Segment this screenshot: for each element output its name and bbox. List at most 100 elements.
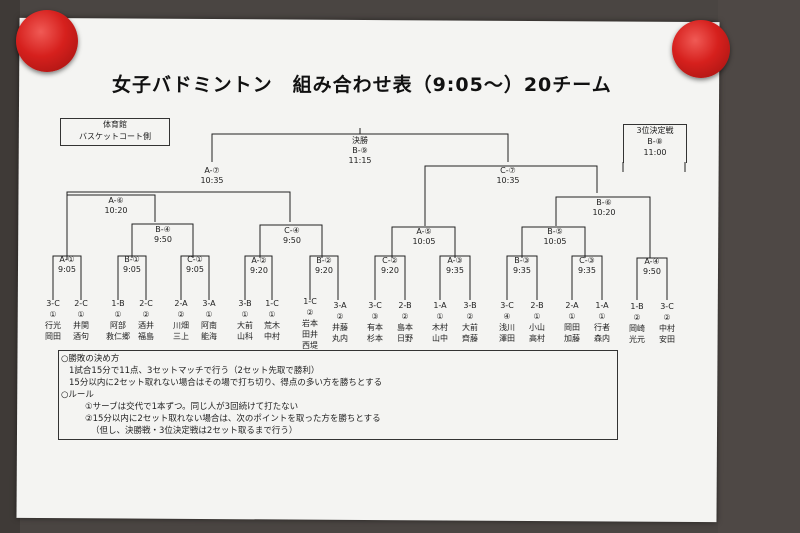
match-code: B-④ — [155, 225, 171, 234]
match-time: 9:35 — [446, 266, 464, 275]
team-player-3: 西堤 — [302, 341, 318, 350]
third-place-time: 11:00 — [643, 148, 667, 157]
team-class: 3-C — [660, 302, 674, 311]
third-place-title: 3位決定戦 — [636, 126, 674, 135]
match-code: A-⑤ — [416, 227, 431, 236]
team-player-2: 高村 — [529, 334, 545, 343]
team-player-1: 岡田 — [564, 323, 580, 332]
final-name: 決勝 — [352, 135, 368, 145]
team-number: ② — [177, 310, 185, 319]
team-player-1: 酒井 — [138, 321, 154, 330]
match-code: C-④ — [284, 226, 300, 235]
team-player-1: 木村 — [432, 323, 448, 332]
match-code: B-② — [316, 256, 332, 265]
match-time: 10:20 — [104, 206, 127, 215]
match-code: B-③ — [514, 256, 530, 265]
team-player-1: 阿南 — [201, 321, 217, 330]
match-code: A-⑦ — [204, 166, 219, 175]
team-player-1: 小山 — [529, 323, 545, 332]
team-class: 3-C — [368, 301, 382, 310]
match-time: 9:20 — [250, 266, 268, 275]
team-class: 2-C — [74, 299, 88, 308]
bracket-lines — [52, 128, 686, 300]
rules-line: ①サーブは交代で1本ずつ。同じ人が3回続けて打たない — [85, 402, 299, 412]
team-player-2: 田井 — [302, 330, 318, 339]
team-class: 3-A — [333, 301, 347, 310]
team-number: ② — [466, 312, 474, 321]
rules-line: 1試合15分で11点、3セットマッチで行う（2セット先取で勝利） — [69, 366, 320, 376]
final-time: 11:15 — [348, 156, 371, 165]
team-player-2: 三上 — [173, 332, 189, 341]
team-player-2: 杉本 — [367, 334, 383, 343]
team-player-2: 能海 — [201, 332, 217, 341]
team-number: ② — [142, 310, 150, 319]
magnet-right — [672, 20, 730, 78]
team-player-1: 浅川 — [499, 323, 515, 332]
team-class: 3-B — [238, 299, 252, 308]
team-class: 3-C — [500, 301, 514, 310]
wall-background — [0, 0, 20, 533]
match-code: A-⑥ — [108, 196, 123, 205]
match-time: 9:20 — [381, 266, 399, 275]
match-time: 9:35 — [513, 266, 531, 275]
team-player-2: 岡田 — [45, 332, 61, 341]
wall-background-right — [718, 0, 800, 533]
team-class: 1-A — [595, 301, 609, 310]
match-time: 10:05 — [412, 237, 435, 246]
team-number: ① — [598, 312, 606, 321]
venue-line-2: バスケットコート側 — [79, 132, 151, 141]
third-place-box: 3位決定戦 B-⑧ 11:00 — [623, 124, 687, 163]
match-code: B-① — [124, 255, 140, 264]
team-player-2: 中村 — [264, 332, 280, 341]
team-class: 2-B — [530, 301, 544, 310]
team-number: ① — [114, 310, 122, 319]
team-player-1: 川畑 — [173, 321, 189, 330]
team-player-2: 酒句 — [73, 332, 89, 341]
team-entry: 3-C ③ 有本杉本 — [362, 300, 388, 344]
match-code: B-⑥ — [596, 198, 612, 207]
team-player-1: 大前 — [462, 323, 478, 332]
match-time: 9:35 — [578, 266, 596, 275]
team-player-1: 井関 — [73, 321, 89, 330]
match-time: 9:05 — [186, 265, 204, 274]
match-time: 10:05 — [543, 237, 566, 246]
match-time: 9:50 — [283, 236, 301, 245]
team-number: ② — [633, 313, 641, 322]
team-number: ④ — [503, 312, 511, 321]
team-player-1: 阿部 — [110, 321, 126, 330]
rules-heading-scoring: ○勝敗の決め方 — [61, 354, 120, 364]
match-time: 9:05 — [58, 265, 76, 274]
team-number: ① — [436, 312, 444, 321]
team-player-2: 丸内 — [332, 334, 348, 343]
team-player-1: 荒木 — [264, 321, 280, 330]
rules-box: ○勝敗の決め方 1試合15分で11点、3セットマッチで行う（2セット先取で勝利）… — [58, 350, 618, 440]
match-code: C-⑦ — [500, 166, 516, 175]
team-class: 1-C — [265, 299, 279, 308]
team-player-1: 岩本 — [302, 319, 318, 328]
match-code: B-⑤ — [547, 227, 563, 236]
team-player-2: 森内 — [594, 334, 610, 343]
team-number: ② — [401, 312, 409, 321]
team-player-1: 有本 — [367, 323, 383, 332]
team-class: 3-B — [463, 301, 477, 310]
team-player-1: 岡崎 — [629, 324, 645, 333]
team-class: 2-A — [174, 299, 188, 308]
team-number: ① — [268, 310, 276, 319]
team-player-1: 行光 — [45, 321, 61, 330]
team-player-2: 福島 — [138, 332, 154, 341]
team-number: ③ — [371, 312, 379, 321]
team-entry: 1-C ① 荒木中村 — [259, 298, 285, 342]
final-code: B-⑨ — [352, 146, 368, 155]
team-player-2: 安田 — [659, 335, 675, 344]
